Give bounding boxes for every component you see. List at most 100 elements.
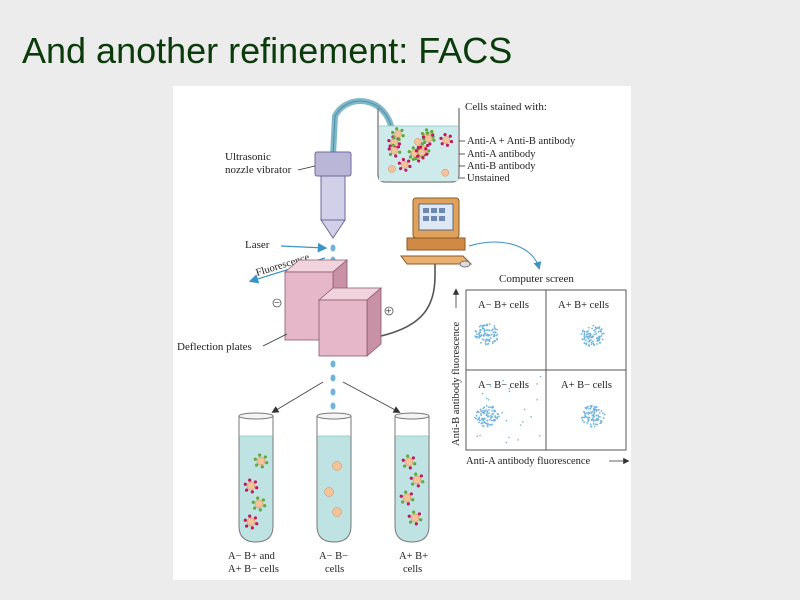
scatter-point [489, 424, 492, 426]
scatter-point [597, 337, 600, 339]
scatter-point [594, 406, 597, 409]
scatter-point [583, 337, 586, 339]
scatter-point [488, 338, 491, 341]
collection-tubes [238, 412, 430, 543]
scatter-point [475, 411, 478, 414]
scatter-point [479, 408, 482, 411]
scatter-point [486, 419, 489, 422]
scatter-point [601, 338, 604, 341]
minus-sign: − [274, 298, 280, 309]
scatter-point [476, 435, 478, 437]
tube-label: A+ B+ [399, 551, 428, 562]
scatter-point [595, 333, 598, 335]
tube-label: A− B+ and [228, 551, 276, 562]
scatter-point [476, 333, 478, 336]
scatter-point [477, 419, 479, 421]
scatter-point [597, 409, 600, 411]
scatter-point [602, 332, 605, 335]
scatter-point [479, 329, 481, 332]
scatter-point [482, 407, 485, 410]
scatter-point [486, 422, 489, 425]
scatter-point [492, 413, 495, 416]
scatter-point [485, 409, 487, 411]
scatter-point [599, 422, 602, 425]
scatter-point [478, 325, 481, 328]
scatter-point [488, 412, 490, 415]
scatter-point [508, 390, 511, 392]
scatter-point [583, 330, 586, 333]
cell [332, 461, 342, 471]
scatter-point [602, 417, 605, 419]
cell [391, 127, 405, 142]
scatter-point [495, 334, 498, 337]
scatter-point [584, 413, 586, 415]
scatter-point [484, 418, 486, 420]
scatter-point [600, 420, 603, 423]
scatter-point [588, 412, 591, 415]
scatter-point [487, 342, 490, 345]
scatter-point [485, 339, 488, 342]
scatter-point [587, 420, 590, 423]
scatter-point [480, 324, 482, 327]
scatter-point [483, 330, 486, 333]
scatter-point [597, 414, 599, 417]
scatter-point [598, 326, 601, 328]
scatter-point [595, 414, 598, 417]
scatter-point [481, 392, 484, 395]
scatter-point [494, 419, 497, 421]
scatter-point [476, 335, 479, 338]
scatter-point [474, 330, 477, 332]
scatter-point [590, 338, 592, 341]
scatter-point [598, 411, 601, 414]
scatter-point [588, 332, 591, 335]
scatter-point [486, 414, 489, 417]
cell [388, 165, 396, 173]
scatter-point [517, 439, 519, 441]
scatter-point [474, 416, 476, 419]
scatter-point [580, 417, 583, 419]
scatter-point [596, 343, 598, 345]
scatter-point [539, 375, 542, 378]
scatter-point [596, 337, 598, 339]
scatter-point [487, 329, 490, 332]
scatter-point [599, 416, 601, 418]
cell [251, 496, 267, 512]
scatter-point [490, 414, 492, 417]
scatter-point [521, 421, 524, 423]
scatter-point [483, 412, 485, 414]
scatter-point [589, 407, 592, 410]
scatter-point [590, 411, 593, 414]
scatter-point [592, 324, 595, 327]
scatter-point [492, 406, 495, 409]
scatter-point [597, 415, 600, 418]
scatter-point [483, 420, 486, 423]
scatter-point [600, 335, 603, 337]
scatter-point [602, 412, 604, 415]
scatter-point [488, 323, 491, 325]
scatter-point [478, 417, 481, 420]
scatter-point [486, 425, 489, 428]
scatter-point [594, 331, 597, 333]
scatter-point [496, 417, 499, 420]
scatter-point [489, 336, 492, 339]
scatter-point [484, 422, 487, 425]
scatter-point [596, 423, 599, 426]
scatter-point [491, 423, 494, 426]
scatter-point [481, 327, 484, 330]
scatter-point [592, 420, 595, 423]
scatter-point [587, 344, 590, 346]
scatter-point [482, 338, 485, 341]
scatter-point [588, 407, 590, 410]
scatter-point [508, 387, 511, 390]
tube-label: cells [403, 564, 422, 575]
cell [414, 138, 422, 146]
scatter-point [474, 335, 477, 338]
scatter-point [487, 415, 490, 418]
scatter-point [496, 337, 498, 340]
scatter-point [582, 416, 584, 419]
scatter-point [497, 415, 500, 418]
facs-diagram-svg: Cells stained with: Anti-A + Anti-B anti… [177, 98, 630, 575]
scatter-point [502, 379, 504, 382]
cell [324, 487, 334, 497]
laser-beam [280, 242, 328, 253]
